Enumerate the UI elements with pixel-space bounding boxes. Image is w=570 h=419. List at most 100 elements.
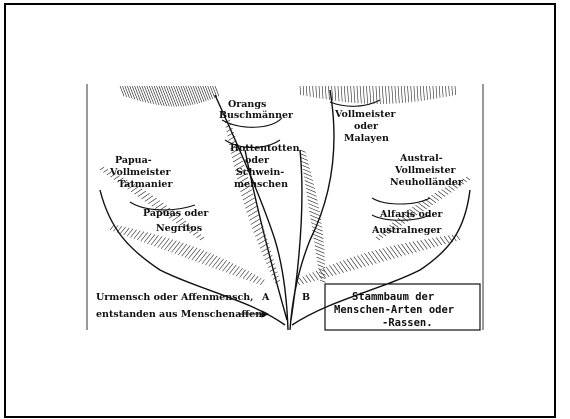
hatch-stroke — [344, 86, 345, 102]
hatch-stroke — [169, 86, 177, 106]
label-austral-3: Neuholländer — [390, 177, 464, 188]
hatch-stroke — [229, 265, 236, 274]
hatch-stroke — [302, 165, 310, 168]
hatch-stroke — [325, 86, 326, 99]
hatch-stroke — [216, 259, 224, 269]
label-austral-1: Austral- — [399, 153, 443, 164]
hatch-stroke — [195, 250, 204, 261]
hatch-stroke — [248, 210, 258, 216]
hatch-stroke — [423, 86, 424, 100]
hatch-stroke — [340, 262, 347, 272]
hatch-stroke — [132, 86, 138, 100]
hatch-stroke — [317, 261, 325, 264]
hatch-stroke — [234, 161, 243, 166]
label-austral-neger-2: Australneger — [371, 225, 442, 236]
hatch-stroke — [110, 225, 114, 230]
hatch-stroke — [122, 86, 126, 97]
hatch-stroke — [409, 242, 416, 252]
hatch-stroke — [413, 242, 420, 252]
hatch-stroke — [435, 193, 442, 198]
hatch-stroke — [168, 241, 176, 252]
hatch-stroke — [304, 173, 312, 177]
hatch-stroke — [328, 86, 329, 100]
hatch-stroke — [152, 201, 160, 207]
hatch-stroke — [404, 86, 405, 103]
hatch-stroke — [417, 86, 418, 101]
hatch-stroke — [304, 177, 313, 181]
hatch-stroke — [254, 227, 264, 233]
hatch-stroke — [379, 86, 380, 104]
hatch-stroke — [309, 207, 320, 212]
hatch-stroke — [154, 236, 162, 246]
hatch-stroke — [386, 247, 394, 258]
label-malayen-3: Malayen — [344, 133, 389, 144]
hatch-stroke — [370, 86, 371, 104]
hatch-stroke — [360, 86, 361, 103]
hatch-stroke — [398, 245, 406, 256]
hatch-stroke — [306, 275, 311, 282]
hatch-stroke — [305, 184, 315, 188]
hatch-stroke — [401, 86, 402, 103]
hatch-stroke — [456, 234, 460, 240]
hatch-stroke — [414, 86, 415, 102]
hatch-stroke — [306, 192, 316, 196]
hatch-stroke — [357, 86, 358, 103]
hatch-stroke — [430, 86, 431, 99]
hatch-stroke — [402, 244, 410, 254]
hatch-stroke — [171, 242, 180, 253]
hatch-stroke — [171, 86, 179, 106]
hatch-stroke — [309, 86, 310, 97]
label-hottentotten-1: Hottentotten — [230, 143, 300, 154]
hatch-stroke — [303, 86, 304, 96]
hatch-stroke — [315, 249, 324, 253]
hatch-stroke — [347, 259, 355, 270]
hatch-stroke — [247, 206, 257, 212]
hatch-stroke — [127, 86, 132, 99]
hatch-stroke — [333, 264, 340, 274]
hatch-stroke — [210, 86, 215, 98]
hatch-stroke — [253, 276, 258, 282]
hatch-stroke — [376, 237, 380, 240]
hatch-stroke — [301, 158, 308, 161]
caption-line-1: Urmensch oder Affenmensch, — [96, 292, 253, 303]
hatch-stroke — [439, 86, 440, 98]
hatch-stroke — [138, 191, 146, 196]
hatch-stroke — [226, 263, 233, 272]
hatch-stroke — [252, 223, 262, 229]
hatch-stroke — [335, 86, 336, 101]
hatch-stroke — [242, 190, 252, 196]
label-buschmaenner: Buschmänner — [219, 110, 294, 121]
hatch-stroke — [336, 263, 343, 273]
hatch-stroke — [100, 167, 104, 170]
hatch-stroke — [455, 86, 456, 95]
hatch-stroke — [130, 86, 135, 99]
hatch-stroke — [341, 86, 342, 102]
hatch-stroke — [117, 226, 122, 232]
hatch-stroke — [315, 246, 325, 250]
hatch-stroke — [452, 86, 453, 96]
hatch-stroke — [260, 280, 264, 285]
hatch-stroke — [125, 86, 130, 98]
hatch-stroke — [314, 238, 324, 242]
hatch-stroke — [141, 232, 148, 241]
hatch-stroke — [319, 86, 320, 98]
hatch-stroke — [301, 154, 307, 157]
hatch-stroke — [357, 256, 365, 267]
hatch-stroke — [417, 241, 424, 250]
hatch-stroke — [120, 86, 124, 96]
hatch-stroke — [372, 251, 380, 262]
hatch-stroke — [448, 236, 453, 242]
hatch-stroke — [161, 238, 169, 248]
hatch-stroke — [308, 204, 319, 209]
hatch-stroke — [166, 86, 174, 106]
hatch-stroke — [197, 234, 202, 237]
hatch-stroke — [436, 237, 442, 245]
hatch-stroke — [368, 252, 376, 263]
hatch-stroke — [330, 265, 337, 274]
hatch-stroke — [208, 86, 213, 99]
hatch-stroke — [199, 252, 208, 263]
label-letter-b: B — [302, 292, 310, 303]
label-papua-1: Papua- — [115, 155, 152, 166]
hatch-stroke — [174, 86, 182, 106]
hatch-stroke — [313, 234, 323, 238]
